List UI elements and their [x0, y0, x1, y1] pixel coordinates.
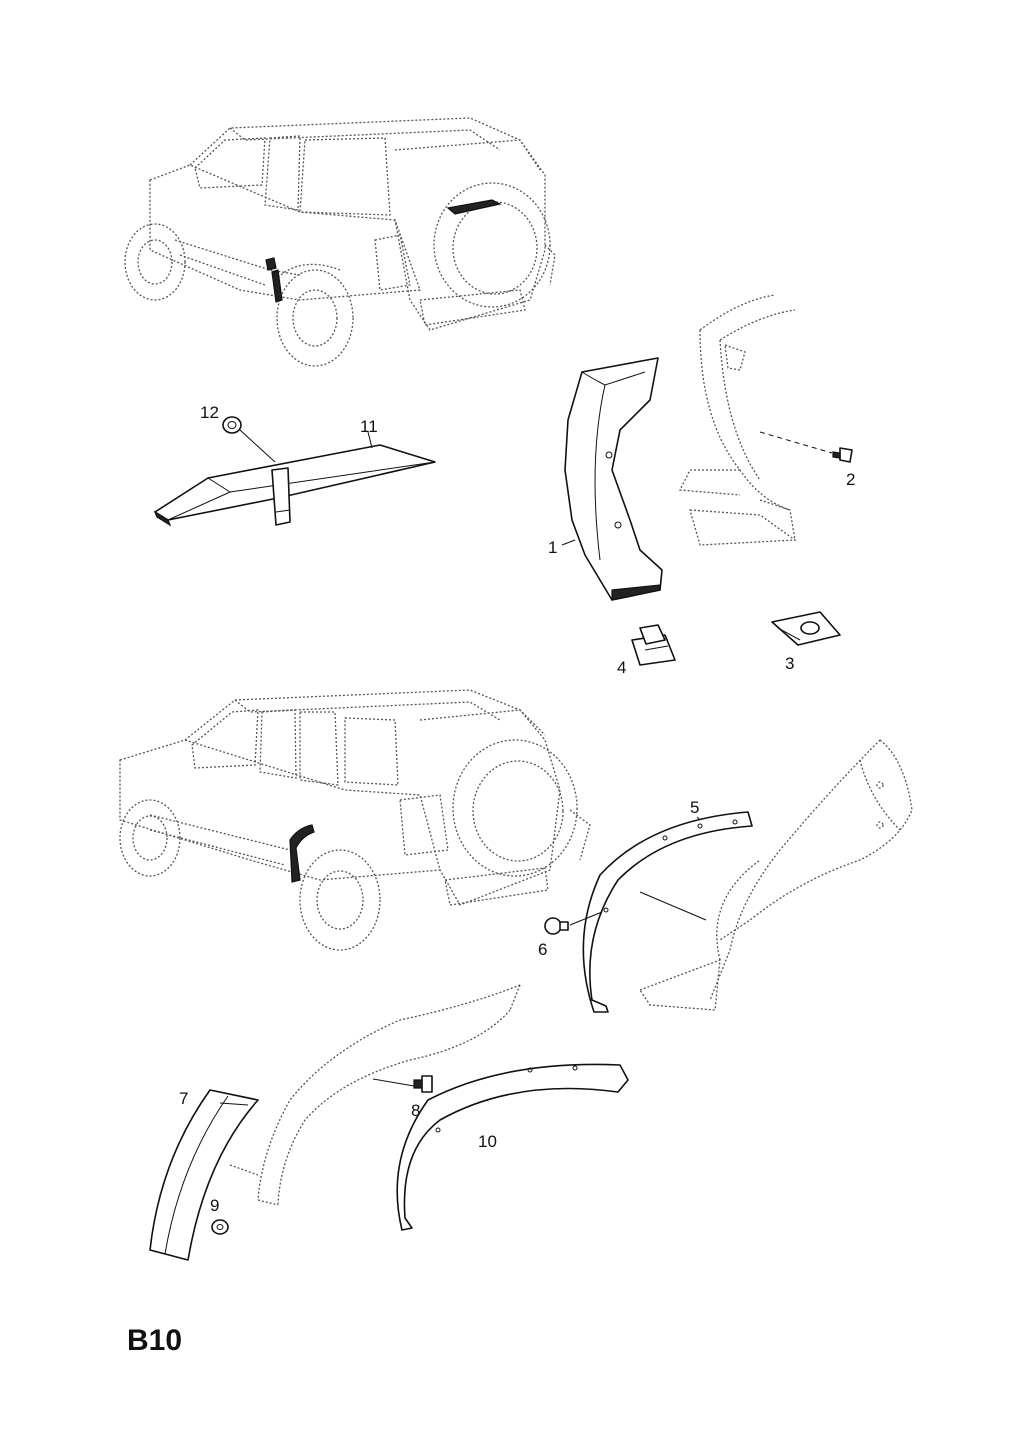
part-1-mudguard [564, 357, 663, 601]
sheet-code: B10 [127, 1324, 182, 1357]
part-8-screw [413, 1075, 433, 1093]
rear-arch-panel-top [678, 294, 797, 546]
part-11-step-trim [153, 444, 436, 527]
callout-3: 3 [785, 654, 794, 673]
callout-7: 7 [179, 1089, 188, 1108]
vehicle-3door-illustration [124, 117, 556, 367]
callout-5: 5 [690, 798, 699, 817]
part-6-push-clip [544, 917, 569, 935]
callout-1: 1 [548, 538, 557, 557]
part-2-screw [832, 447, 853, 463]
callout-12: 12 [200, 403, 219, 422]
callout-11: 11 [360, 417, 378, 436]
part-7-wheel-flare [149, 1089, 259, 1261]
callout-4: 4 [617, 658, 626, 677]
rear-arch-panel-middle [639, 739, 913, 1011]
callout-8: 8 [411, 1101, 420, 1120]
part-3-speed-nut [771, 611, 841, 646]
part-9-washer [211, 1219, 229, 1235]
part-10-arch-strip [396, 1063, 629, 1231]
part-5-arch-bracket [582, 811, 753, 1013]
part-12-nut [222, 416, 242, 434]
callout-6: 6 [538, 940, 547, 959]
rear-arch-panel-bottom [229, 984, 521, 1206]
callout-9: 9 [210, 1196, 219, 1215]
callout-10: 10 [478, 1132, 497, 1151]
vehicle-5door-illustration [119, 689, 591, 951]
part-4-clip [631, 624, 676, 666]
callout-2: 2 [846, 470, 855, 489]
